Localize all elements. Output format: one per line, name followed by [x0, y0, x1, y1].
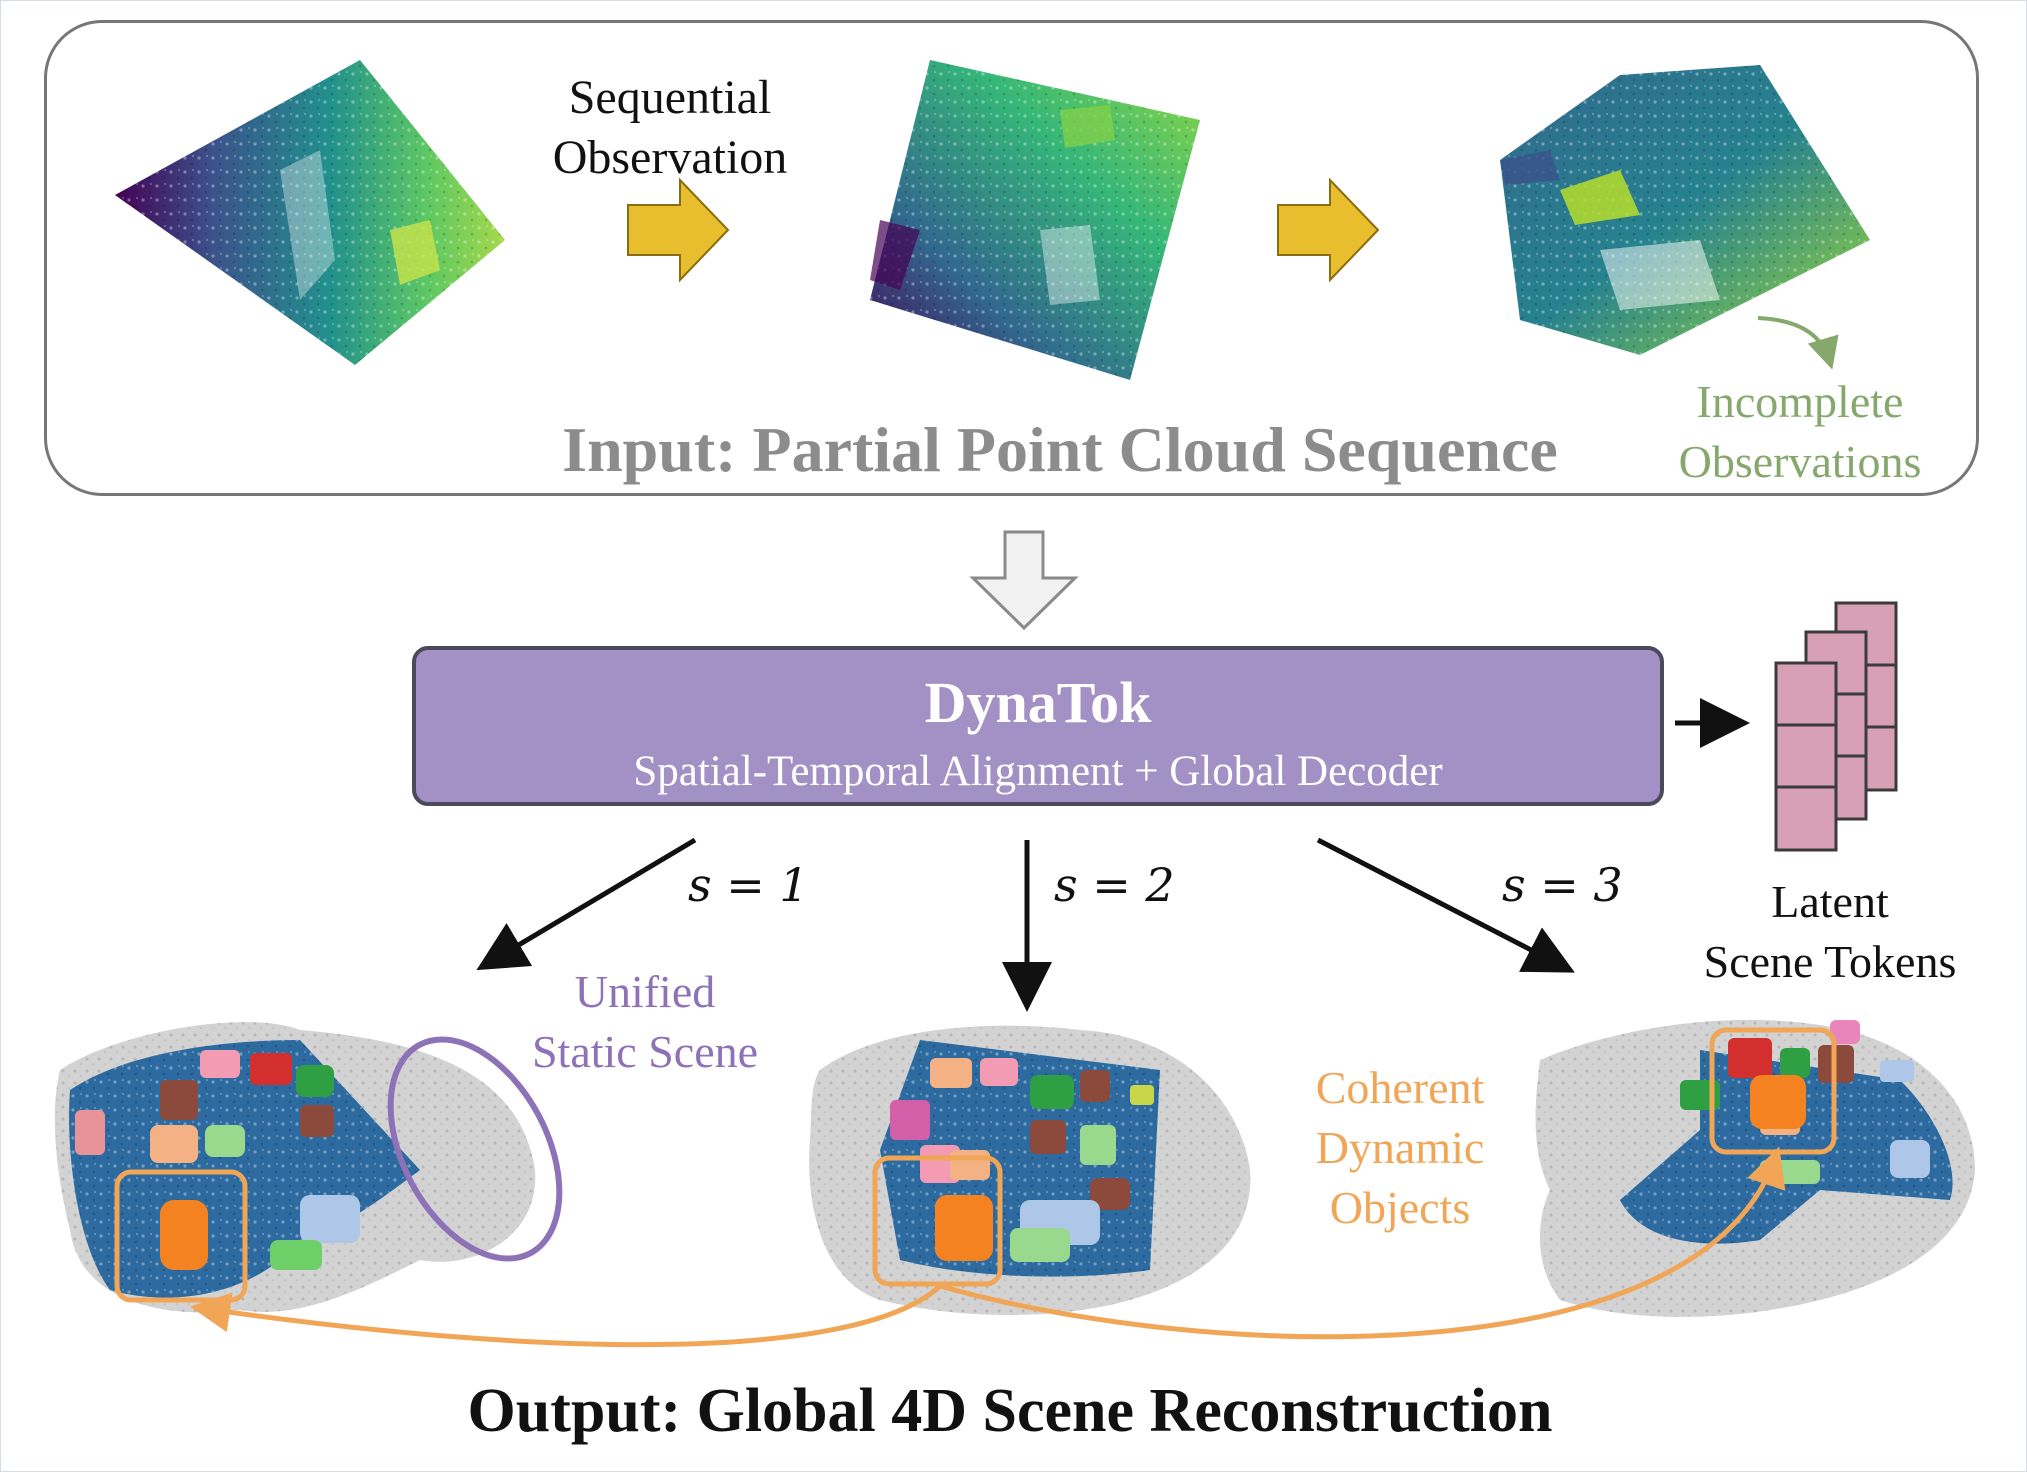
output-scene-3: [1535, 1019, 1975, 1317]
branch-label-s2: s = 2: [1054, 858, 1175, 912]
input-point-cloud-3: [1500, 65, 1870, 355]
incomplete-line-2: Observations: [1678, 436, 1922, 487]
input-point-cloud-2: [870, 60, 1200, 380]
latent-tokens-label: Latent Scene Tokens: [1680, 872, 1980, 992]
input-title: Input: Partial Point Cloud Sequence: [562, 414, 1558, 485]
coherent-dynamic-objects-label: Coherent Dynamic Objects: [1260, 1058, 1540, 1238]
latent-line-2: Scene Tokens: [1703, 936, 1957, 987]
sequential-observation-label: Sequential Observation: [530, 68, 810, 188]
branch-label-s1: s = 1: [688, 858, 809, 912]
model-name: DynaTok: [924, 670, 1152, 735]
unified-line-2: Static Scene: [531, 1026, 759, 1077]
down-flow-arrow: [969, 530, 1079, 631]
coherence-curve-right: [939, 1146, 1786, 1340]
coherent-line-2: Dynamic: [1315, 1122, 1485, 1173]
sequential-line-1: Sequential: [568, 71, 772, 124]
sequence-arrow-1: [627, 177, 730, 283]
incomplete-pointer-arrow: [1757, 316, 1839, 370]
incomplete-observations-label: Incomplete Observations: [1650, 372, 1950, 492]
latent-line-1: Latent: [1771, 876, 1889, 927]
output-scene-1: [54, 1022, 563, 1313]
branch-label-s3: s = 3: [1502, 858, 1623, 912]
dynatok-model-box: DynaTok Spatial-Temporal Alignment + Glo…: [412, 646, 1664, 806]
unified-line-1: Unified: [574, 966, 716, 1017]
coherent-line-3: Objects: [1329, 1182, 1471, 1233]
latent-token-stacks: [1774, 601, 1898, 852]
output-title: Output: Global 4D Scene Reconstruction: [467, 1377, 1553, 1445]
output-scene-2: [809, 1025, 1251, 1315]
model-subtitle: Spatial-Temporal Alignment + Global Deco…: [633, 748, 1443, 795]
incomplete-line-1: Incomplete: [1696, 376, 1904, 427]
unified-static-scene-label: Unified Static Scene: [500, 962, 790, 1082]
sequential-line-2: Observation: [552, 131, 788, 184]
sequence-arrow-2: [1277, 177, 1380, 283]
branch-arrow-s1: [476, 837, 697, 971]
coherent-line-1: Coherent: [1315, 1062, 1485, 1113]
branch-arrow-s3: [1316, 837, 1575, 973]
input-point-cloud-1: [115, 60, 505, 365]
coherence-curve-left: [190, 1284, 942, 1348]
